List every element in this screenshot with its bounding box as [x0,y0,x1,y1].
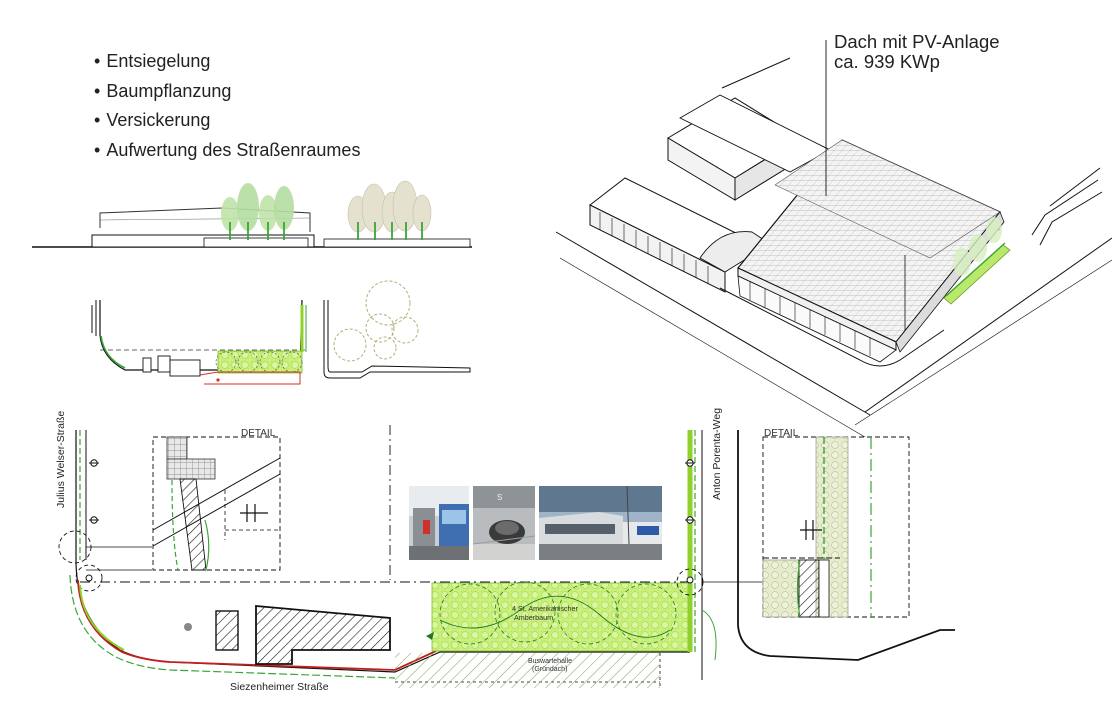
photo-building-street [539,486,662,560]
svg-text:S: S [497,493,502,502]
measure-item: Versickerung [92,106,360,136]
tree-label-line2: Amberbaum [514,613,553,622]
building-axonometric [555,40,1112,441]
tree-row-green [221,183,294,240]
pv-roof-label: Dach mit PV-Anlage ca. 939 KWp [834,32,1000,72]
measure-item: Entsiegelung [92,47,360,77]
street-label-east: Anton Porenta-Weg [711,408,723,500]
detail-left: DETAIL [152,428,281,571]
detail-right: DETAIL [737,428,955,661]
photo-drain-detail: S [473,486,535,560]
street-label-west: Julius Welser-Straße [55,411,67,508]
bus-shelter-label-line1: Buswartehalle [528,658,572,665]
pv-roof-title: Dach mit PV-Anlage [834,31,1000,52]
small-site-plan [91,280,471,385]
photo-bus-stop [409,486,469,560]
street-label-south: Siezenheimer Straße [230,681,329,693]
measure-item: Aufwertung des Straßenraumes [92,136,360,166]
tree-planting-area [431,582,691,652]
measures-list: Entsiegelung Baumpflanzung Versickerung … [92,47,360,165]
pv-roof-capacity: ca. 939 KWp [834,51,940,72]
street-section-elevation [32,180,472,248]
detail-right-title: DETAIL [764,428,799,439]
detail-left-title: DETAIL [241,428,276,439]
bus-shelter-label-line2: (Gründach) [532,666,567,673]
main-site-plan: Julius Welser-Straße Anton Porenta-Weg S… [55,408,762,693]
tree-label-line1: 4 St. Amerikanischer [512,604,579,613]
measure-item: Baumpflanzung [92,77,360,107]
tree-row-existing [347,180,432,240]
